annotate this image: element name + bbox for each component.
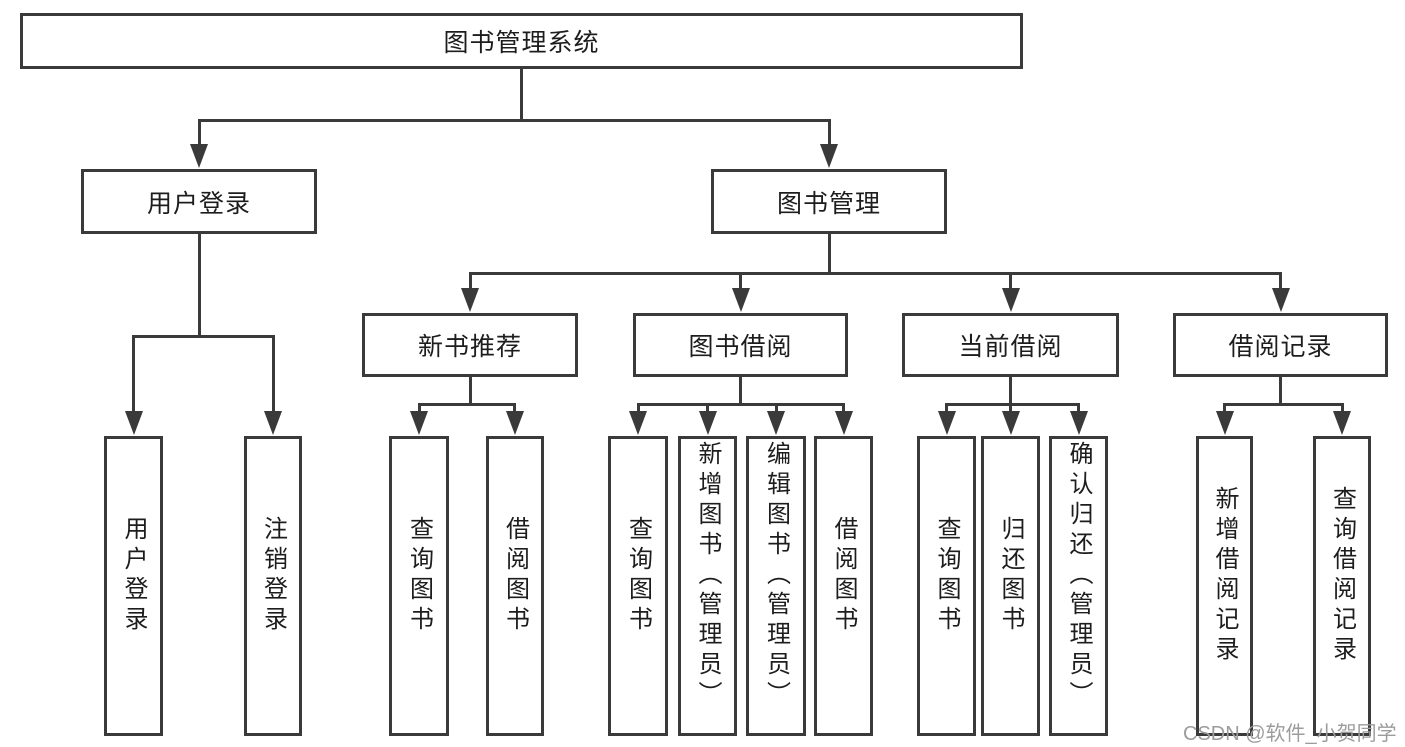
connector-drop bbox=[945, 403, 948, 417]
node-label: 查询图书 bbox=[624, 516, 652, 636]
leaf-borrow-books-1: 借阅图书 bbox=[486, 436, 544, 736]
node-book-management: 图书管理 bbox=[711, 169, 947, 234]
node-user-login: 用户登录 bbox=[81, 169, 317, 234]
leaf-confirm-return-admin: 确认归还（管理员） bbox=[1049, 436, 1108, 736]
connector-rail bbox=[636, 403, 845, 406]
node-label: 图书借阅 bbox=[688, 333, 793, 361]
node-label: 图书管理 bbox=[776, 189, 881, 218]
connector-rail bbox=[1223, 403, 1344, 406]
leaf-add-borrow-record: 新增借阅记录 bbox=[1196, 436, 1253, 736]
connector-stem bbox=[468, 377, 472, 405]
arrow-down-icon bbox=[731, 288, 750, 312]
node-label: 查询借阅记录 bbox=[1328, 486, 1356, 666]
watermark: CSDN @软件_小贺同学 bbox=[1183, 723, 1397, 745]
arrow-down-icon bbox=[505, 411, 524, 435]
node-borrowing-records: 借阅记录 bbox=[1173, 313, 1388, 377]
node-label: 编辑图书（管理员） bbox=[762, 441, 790, 711]
connector-drop bbox=[842, 403, 845, 417]
node-current-borrowing: 当前借阅 bbox=[902, 313, 1119, 377]
leaf-add-books-admin: 新增图书（管理员） bbox=[678, 436, 737, 736]
node-book-borrowing: 图书借阅 bbox=[633, 313, 848, 377]
connector-drop bbox=[774, 403, 778, 417]
node-label: 借阅记录 bbox=[1228, 333, 1333, 361]
node-label: 归还图书 bbox=[997, 516, 1024, 636]
arrow-down-icon bbox=[124, 411, 143, 435]
node-label: 查询图书 bbox=[405, 516, 433, 636]
leaf-edit-books-admin: 编辑图书（管理员） bbox=[746, 436, 806, 736]
connector-stem bbox=[739, 377, 742, 405]
arrow-down-icon bbox=[1215, 411, 1234, 435]
connector-drop bbox=[827, 119, 831, 150]
arrow-down-icon bbox=[767, 411, 785, 435]
connector-drop bbox=[417, 403, 421, 417]
arrow-down-icon bbox=[461, 288, 479, 312]
leaf-query-books-2: 查询图书 bbox=[608, 436, 668, 736]
leaf-logout: 注销登录 bbox=[244, 436, 302, 736]
arrow-down-icon bbox=[834, 411, 853, 435]
leaf-borrow-books-2: 借阅图书 bbox=[814, 436, 873, 736]
leaf-user-login: 用户登录 bbox=[104, 436, 163, 736]
connector-stem bbox=[197, 234, 201, 337]
connector-rail bbox=[198, 119, 830, 122]
node-label: 新增图书（管理员） bbox=[694, 441, 721, 711]
node-label: 用户登录 bbox=[120, 516, 147, 636]
connector-drop bbox=[739, 272, 742, 294]
leaf-query-borrow-record: 查询借阅记录 bbox=[1313, 436, 1371, 736]
connector-drop bbox=[513, 403, 516, 417]
connector-drop bbox=[1223, 403, 1226, 417]
node-label: 查询图书 bbox=[933, 516, 960, 636]
connector-drop bbox=[468, 272, 472, 294]
node-label: 当前借阅 bbox=[958, 333, 1063, 361]
arrow-down-icon bbox=[1271, 288, 1290, 312]
arrow-down-icon bbox=[264, 411, 282, 435]
connector-drop bbox=[636, 403, 640, 417]
arrow-down-icon bbox=[1333, 411, 1351, 435]
arrow-down-icon bbox=[190, 144, 208, 168]
connector-drop bbox=[1279, 272, 1282, 294]
connector-drop bbox=[197, 119, 201, 150]
connector-rail bbox=[945, 403, 1080, 406]
connector-drop bbox=[706, 403, 709, 417]
arrow-down-icon bbox=[1001, 411, 1020, 435]
connector-drop bbox=[271, 335, 275, 417]
connector-stem bbox=[1279, 377, 1282, 405]
leaf-return-books: 归还图书 bbox=[981, 436, 1040, 736]
node-label: 借阅图书 bbox=[830, 516, 857, 636]
node-label: 注销登录 bbox=[259, 516, 287, 636]
node-label: 确认归还（管理员） bbox=[1065, 441, 1092, 711]
connector-stem bbox=[827, 234, 831, 274]
arrow-down-icon bbox=[410, 411, 428, 435]
connector-rail bbox=[417, 403, 516, 406]
node-label: 图书管理系统 bbox=[443, 29, 600, 57]
connector-drop bbox=[1340, 403, 1344, 417]
connector-rail bbox=[468, 272, 1282, 275]
arrow-down-icon bbox=[937, 411, 956, 435]
leaf-query-books-3: 查询图书 bbox=[917, 436, 976, 736]
node-library-management-system: 图书管理系统 bbox=[20, 13, 1023, 69]
leaf-query-books-1: 查询图书 bbox=[389, 436, 449, 736]
node-label: 新书推荐 bbox=[417, 333, 522, 361]
node-label: 新增借阅记录 bbox=[1211, 486, 1238, 666]
node-label: 用户登录 bbox=[146, 189, 251, 218]
connector-drop bbox=[1009, 272, 1012, 294]
arrow-down-icon bbox=[1069, 411, 1088, 435]
connector-rail bbox=[132, 335, 275, 338]
connector-drop bbox=[1077, 403, 1080, 417]
connector-stem bbox=[1009, 377, 1012, 405]
arrow-down-icon bbox=[1001, 288, 1020, 312]
connector-drop bbox=[1009, 403, 1012, 417]
arrow-down-icon bbox=[820, 144, 838, 168]
arrow-down-icon bbox=[698, 411, 717, 435]
arrow-down-icon bbox=[629, 411, 647, 435]
connector-stem bbox=[520, 69, 523, 121]
node-label: 借阅图书 bbox=[501, 516, 529, 636]
node-new-book-recommendation: 新书推荐 bbox=[362, 313, 578, 377]
connector-drop bbox=[132, 335, 135, 417]
